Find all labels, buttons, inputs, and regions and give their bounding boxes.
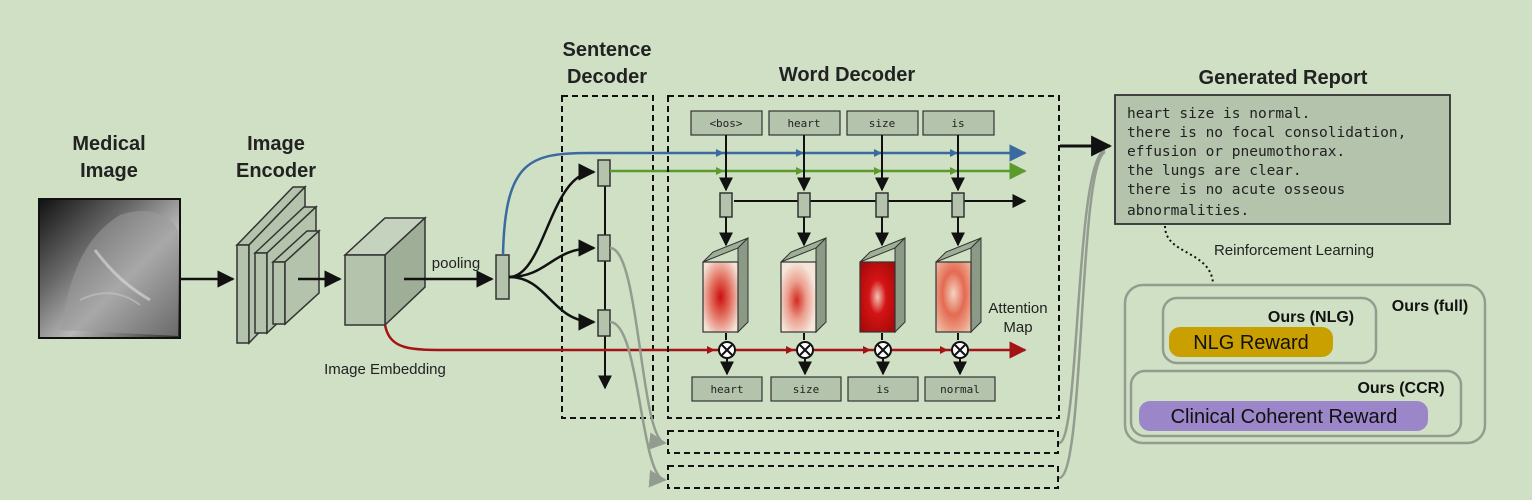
attention-to-multiply-arrows <box>725 333 959 340</box>
output-token-2: size <box>793 383 820 396</box>
encoder-layers-icon <box>235 185 321 345</box>
image-encoder-title-line2: Encoder <box>236 160 316 182</box>
attention-map-1 <box>702 236 749 334</box>
medical-image-title-line2: Image <box>80 160 138 182</box>
gray-flow-2 <box>609 246 667 450</box>
attention-map-2 <box>780 236 827 334</box>
blue-flow-arrowheads <box>716 149 958 157</box>
gray-feed-3 <box>1058 150 1106 480</box>
multiply-icon-2 <box>796 341 814 359</box>
nlg-reward-badge <box>1169 327 1333 357</box>
word-decoder-box-2 <box>667 430 1059 454</box>
report-line-1: heart size is normal. <box>1127 106 1310 122</box>
sentence-decoder-title-line2: Decoder <box>567 66 647 88</box>
blue-flow-line <box>501 144 1027 256</box>
reinforcement-learning-label: Reinforcement Learning <box>1214 242 1374 259</box>
attention-map-label-line2: Map <box>1003 319 1032 336</box>
output-token-boxes <box>691 376 996 402</box>
multiply-icon-3 <box>874 341 892 359</box>
ours-full-label: Ours (full) <box>1392 298 1468 315</box>
ours-ccr-box <box>1129 369 1463 438</box>
pooled-to-sentence-arrows <box>508 163 596 331</box>
gray-feed-2 <box>1058 148 1106 445</box>
report-line-4: the lungs are clear. <box>1127 163 1302 179</box>
gray-flow-3 <box>609 320 667 488</box>
ours-full-box <box>1123 283 1487 445</box>
output-token-4: normal <box>940 383 980 396</box>
red-flow-arrowheads <box>707 346 948 354</box>
ours-nlg-box <box>1161 296 1378 365</box>
nlg-reward-label: NLG Reward <box>1193 332 1309 354</box>
input-token-4: is <box>951 117 964 130</box>
ccr-reward-label: Clinical Coherent Reward <box>1171 406 1398 428</box>
report-line-3: effusion or pneumothorax. <box>1127 144 1345 160</box>
input-token-1: <bos> <box>709 117 742 130</box>
image-embedding-label: Image Embedding <box>324 361 446 378</box>
generated-report-box <box>1114 94 1451 225</box>
attention-map-3 <box>859 236 906 334</box>
ccr-reward-badge <box>1139 401 1428 431</box>
xray-image <box>38 198 181 339</box>
input-token-3: size <box>869 117 896 130</box>
token-to-cell-arrows <box>719 135 965 192</box>
pooled-vector <box>495 254 510 300</box>
word-decoder-box <box>667 95 1060 419</box>
word-decoder-title: Word Decoder <box>779 64 916 86</box>
word-decoder-box-3 <box>667 465 1059 489</box>
green-flow-arrowheads <box>716 167 958 175</box>
output-token-3: is <box>876 383 889 396</box>
sentence-decoder-box <box>561 95 654 419</box>
output-token-1: heart <box>710 383 743 396</box>
sentence-lstm-cells <box>597 159 611 337</box>
input-token-boxes <box>690 110 995 136</box>
ours-nlg-label: Ours (NLG) <box>1268 309 1354 326</box>
pooling-label: pooling <box>432 255 480 272</box>
input-token-2: heart <box>787 117 820 130</box>
attention-map-4 <box>935 236 982 334</box>
ours-ccr-label: Ours (CCR) <box>1357 380 1444 397</box>
report-line-2: there is no focal consolidation, <box>1127 125 1406 141</box>
red-flow-line <box>383 324 1027 359</box>
multiply-icon-1 <box>718 341 736 359</box>
attention-map-label-line1: Attention <box>988 300 1047 317</box>
sentence-decoder-title-line1: Sentence <box>563 39 652 61</box>
word-lstm-cells <box>719 192 965 218</box>
image-embedding-cube <box>343 216 427 327</box>
medical-image-title-line1: Medical <box>72 133 145 155</box>
cell-to-attention-arrows <box>719 217 965 247</box>
report-line-5: there is no acute osseous <box>1127 182 1345 198</box>
multiply-icon-4 <box>951 341 969 359</box>
multiply-to-output-arrows <box>720 358 967 376</box>
image-encoder-title-line1: Image <box>247 133 305 155</box>
report-line-6: abnormalities. <box>1127 203 1249 219</box>
generated-report-title: Generated Report <box>1199 67 1368 89</box>
reinforcement-learning-link <box>1164 225 1214 284</box>
